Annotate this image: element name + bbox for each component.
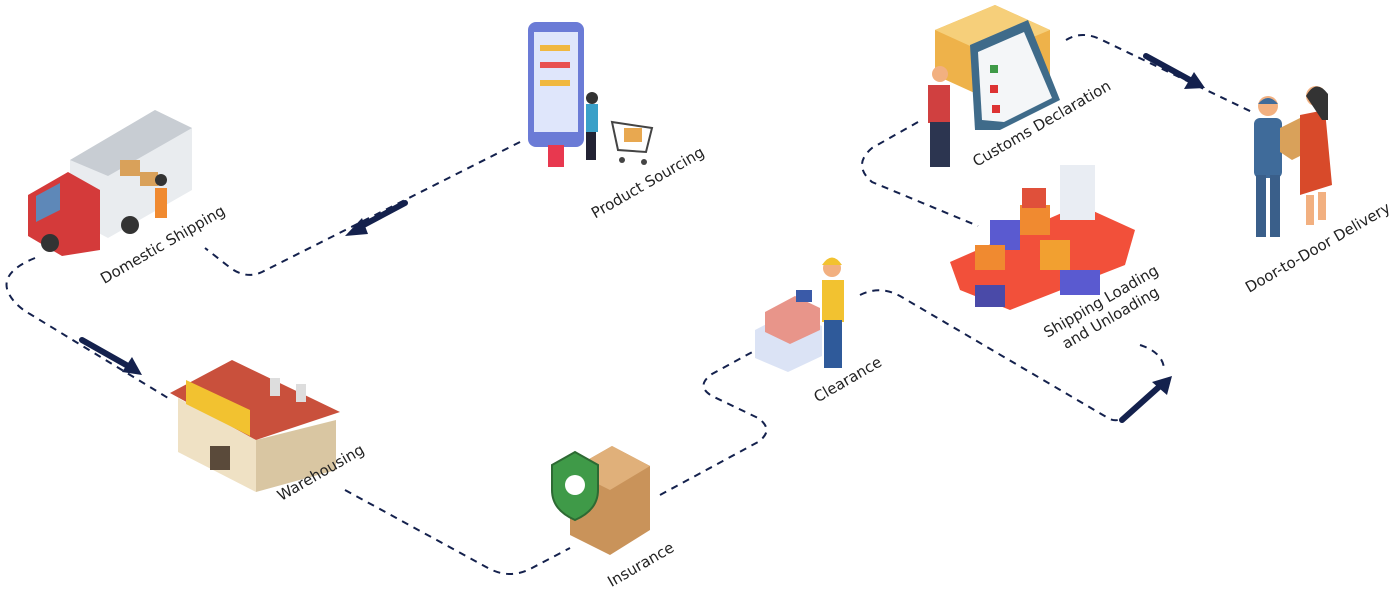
path-warehouse-to-insurance [344, 489, 571, 575]
arrow-to-domestic [345, 200, 408, 236]
delivery-handover-icon [1254, 86, 1332, 237]
arrow-customs-to-delivery [1143, 53, 1205, 89]
smartphone-shopping-icon [528, 22, 654, 167]
path-ship-to-delivery [1139, 344, 1165, 369]
path-customs-to-delivery [1065, 34, 1253, 113]
path-sourcing-to-domestic [204, 141, 521, 276]
path-insurance-to-clearance [659, 349, 768, 496]
path-domestic-to-warehouse [5, 257, 169, 399]
warehouse-icon [170, 360, 340, 492]
path-customs-to-ship [861, 121, 979, 227]
worker-containers-icon [755, 257, 844, 372]
cargo-ship-icon [950, 165, 1135, 310]
truck-icon [28, 110, 192, 256]
arrow-to-warehouse [79, 337, 142, 375]
shield-boxes-icon [551, 446, 650, 555]
path-clearance-to-delivery [859, 289, 1129, 422]
arrow-to-delivery [1119, 376, 1172, 423]
clipboard-boxes-icon [928, 5, 1060, 167]
